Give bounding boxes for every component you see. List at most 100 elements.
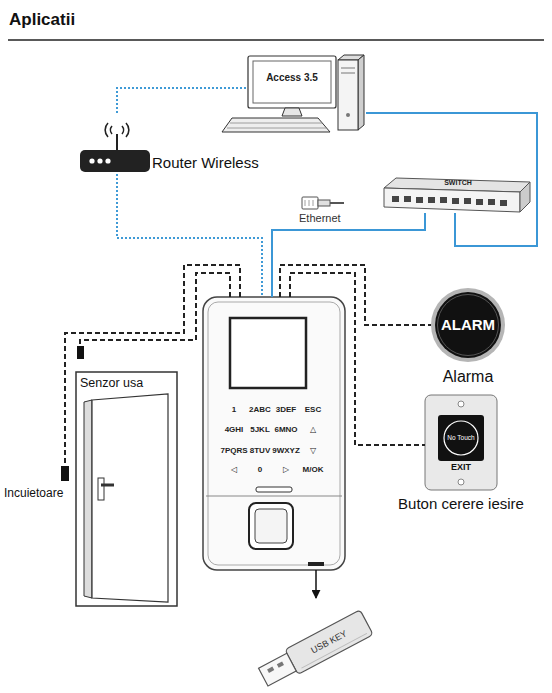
key-label: 9WXYZ (272, 446, 300, 455)
port (404, 196, 411, 202)
device-caption: Senzor usa (78, 376, 145, 390)
router-led (89, 158, 94, 163)
router-led (105, 158, 110, 163)
tower-front (338, 60, 358, 130)
door-frame (76, 372, 177, 606)
connector-line (272, 213, 425, 297)
usb-text: USB KEY (309, 628, 348, 655)
fingerprint-sensor (255, 509, 287, 543)
device-caption: Alarma (443, 368, 494, 386)
key-label: △ (310, 425, 316, 434)
touch-pad (438, 415, 484, 461)
cable-label: Ethernet (299, 212, 341, 225)
router-body (80, 150, 150, 172)
switch-front (384, 188, 520, 212)
tower-bay (341, 73, 355, 74)
key-label: 2ABC (249, 405, 271, 414)
switch-side (520, 182, 530, 212)
exit-button-illustration (425, 395, 497, 490)
terminal-illustration (203, 297, 345, 570)
port (464, 198, 471, 204)
door-handle-plate (98, 478, 104, 500)
title-rule (8, 39, 544, 41)
usb-port (308, 562, 324, 566)
door-lock-node: Incuietoare (61, 466, 69, 481)
switch-text: SWITCH (444, 179, 472, 187)
monitor-screen (253, 61, 331, 103)
router-illustration (80, 123, 150, 172)
button-text: EXIT (451, 462, 471, 472)
device-caption: Buton cerere iesire (398, 495, 524, 512)
tower-side (358, 55, 364, 130)
exit-button-node: No TouchEXITButon cerere iesire (425, 395, 497, 490)
key-label: 0 (258, 465, 262, 474)
ethernet-plug (302, 197, 344, 209)
key-label: ▽ (310, 446, 316, 455)
alarm-ring (431, 288, 505, 362)
door-illustration (76, 372, 177, 606)
door-leaf (92, 394, 168, 602)
key-label: 3DEF (276, 405, 296, 414)
port (476, 199, 483, 205)
computer-illustration (222, 55, 364, 132)
plug-boot (318, 200, 330, 206)
key-label: 4GHI (225, 425, 244, 434)
key-label: 6MNO (274, 425, 297, 434)
switch-illustration (384, 178, 530, 212)
usb-key-illustration (257, 610, 373, 690)
door-edge (84, 400, 92, 598)
usb-hole (267, 667, 274, 673)
alarm-face (435, 292, 501, 358)
terminal-bezel (208, 302, 340, 565)
key-label: 5JKL (250, 425, 270, 434)
touch-circle (444, 421, 478, 455)
key-label: ESC (305, 405, 321, 414)
port (500, 200, 507, 206)
usb-hole (277, 661, 284, 667)
device-caption: Incuietoare (2, 487, 65, 501)
key-label: 7PQRS (220, 446, 247, 455)
key-label: ◁ (231, 465, 237, 474)
connector-line (366, 113, 537, 246)
usb-body (285, 610, 373, 675)
router-led (97, 158, 102, 163)
usb-connector (259, 653, 297, 686)
router-node: Router Wireless (82, 114, 150, 174)
connector-line (65, 265, 240, 466)
terminal-body (203, 297, 345, 570)
door-sensor-node: Senzor usa (77, 346, 84, 359)
keyboard (222, 118, 330, 132)
port (428, 197, 435, 203)
key-label: 8TUV (250, 446, 270, 455)
terminal-seam (206, 496, 342, 497)
text-label: Aplicatii (9, 10, 75, 30)
alarm-node: ALARMAlarma (431, 288, 505, 362)
key-label: 1 (232, 405, 236, 414)
connector-line (290, 273, 425, 445)
port (416, 197, 423, 203)
plug-contact (313, 200, 314, 206)
terminal-node: 1 2ABC 3DEF ESC 4GHI 5JKL 6MNO △ 7PQRS8TUV9WXYZ ▽… (203, 297, 345, 570)
terminal-slot (256, 487, 292, 492)
keyboard-row (230, 123, 322, 124)
plug-cable (330, 202, 344, 204)
device-caption: Router Wireless (152, 154, 259, 171)
monitor (248, 56, 336, 108)
exit-plate (425, 395, 497, 490)
port (392, 196, 399, 202)
keyboard-row (227, 128, 326, 129)
door-handle (101, 484, 114, 487)
screw (458, 401, 464, 407)
switch-ports (392, 196, 507, 206)
alarm-inner-ring (438, 295, 499, 356)
port (488, 199, 495, 205)
switch-node: SWITCH (384, 178, 530, 213)
monitor-stand (282, 108, 302, 116)
port (452, 198, 459, 204)
plug-head (302, 197, 318, 209)
terminal-screen (230, 318, 306, 388)
screw (458, 479, 464, 485)
plug-contact (309, 200, 310, 206)
plug-contact (305, 200, 306, 206)
